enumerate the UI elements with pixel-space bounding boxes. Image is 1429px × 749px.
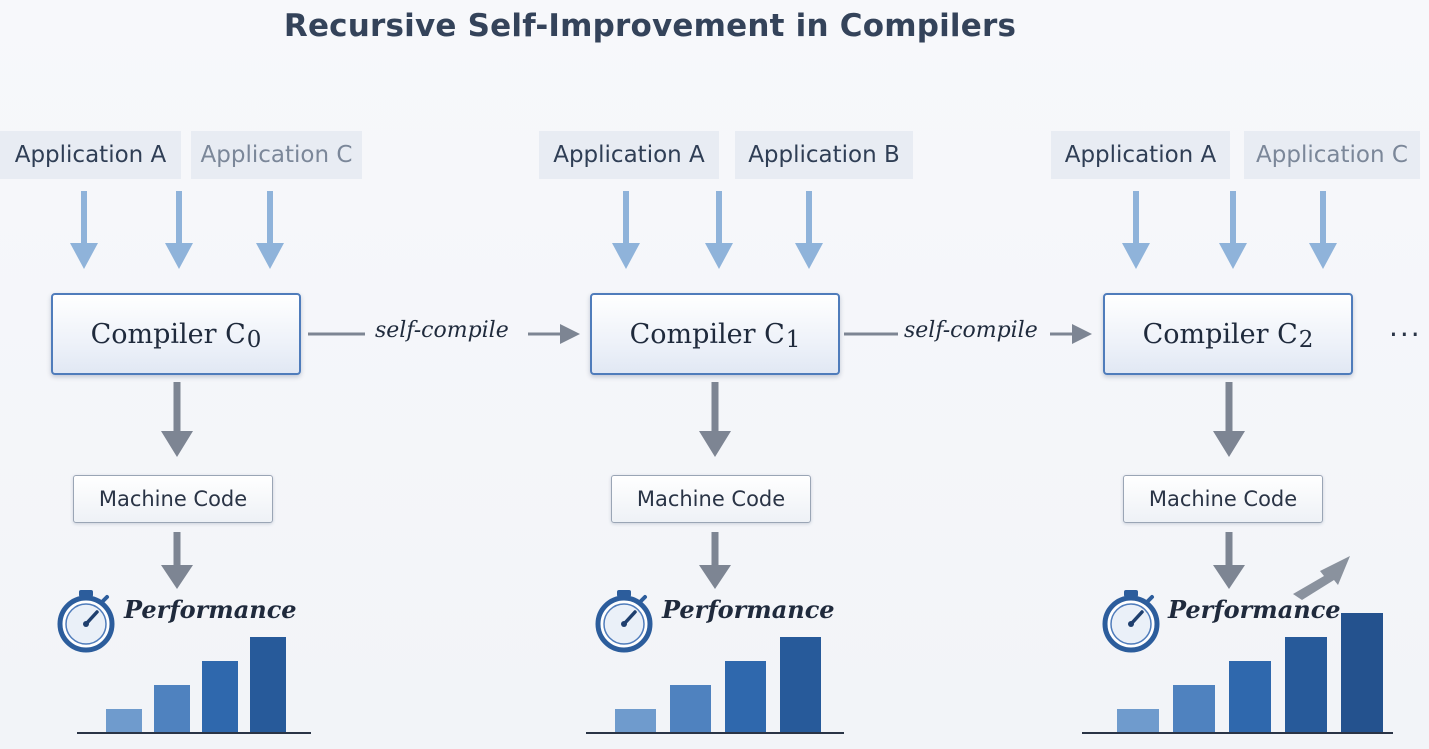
input-arrow (1122, 191, 1150, 269)
app-box-stage1-a: Application A (539, 131, 719, 179)
performance-label-stage0: Performance (124, 595, 297, 624)
self-compile-arrow-2 (844, 324, 1092, 344)
continuation-ellipsis: ... (1389, 310, 1422, 343)
app-box-stage1-b: Application B (735, 131, 913, 179)
performance-bar (250, 637, 286, 733)
flow-arrow (699, 532, 731, 589)
stopwatch-icon (1105, 590, 1157, 650)
input-arrow (612, 191, 640, 269)
compiler-c2-subscript: 2 (1298, 327, 1314, 353)
machine-code-box-stage2: Machine Code (1123, 475, 1323, 523)
stopwatch-icon (598, 590, 650, 650)
compiler-c0-name: Compiler C (90, 318, 246, 350)
flow-arrow (1213, 532, 1245, 589)
performance-bar (725, 661, 766, 733)
performance-bar (202, 661, 238, 733)
app-box-stage2-c: Application C (1244, 131, 1420, 179)
input-arrows (70, 191, 1337, 269)
flow-arrow (161, 532, 193, 589)
machine-code-box-stage0: Machine Code (73, 475, 273, 523)
performance-bar (1285, 637, 1327, 733)
self-compile-arrow-1 (308, 324, 580, 344)
app-box-stage0-a: Application A (0, 131, 181, 179)
compiler-c2-name: Compiler C (1142, 318, 1298, 350)
stopwatch-icon (60, 590, 112, 650)
performance-label-stage2: Performance (1168, 595, 1341, 624)
input-arrow (1309, 191, 1337, 269)
trend-up-arrow-icon (1293, 556, 1350, 600)
input-arrow (256, 191, 284, 269)
performance-bar (106, 709, 142, 733)
flow-arrow (161, 382, 193, 457)
performance-label-stage1: Performance (662, 595, 835, 624)
machine-code-box-stage1: Machine Code (611, 475, 811, 523)
input-arrow (1219, 191, 1247, 269)
performance-bar (780, 637, 821, 733)
app-box-stage2-a: Application A (1051, 131, 1230, 179)
input-arrow (165, 191, 193, 269)
input-arrow (705, 191, 733, 269)
compiler-c0-subscript: 0 (246, 327, 262, 353)
self-compile-label-1: self-compile (375, 318, 509, 343)
performance-bar (1117, 709, 1159, 733)
self-compile-label-2: self-compile (904, 318, 1038, 343)
performance-bar (1341, 613, 1383, 733)
input-arrow (795, 191, 823, 269)
flow-arrows (161, 382, 1245, 589)
compiler-c1-name: Compiler C (629, 318, 785, 350)
page-title: Recursive Self-Improvement in Compilers (283, 8, 1017, 44)
performance-bar (1229, 661, 1271, 733)
performance-bar (154, 685, 190, 733)
performance-bar (1173, 685, 1215, 733)
flow-arrow (1213, 382, 1245, 457)
performance-bars (106, 613, 1383, 733)
flow-arrow (699, 382, 731, 457)
compiler-c1-subscript: 1 (785, 327, 801, 353)
performance-bar (670, 685, 711, 733)
input-arrow (70, 191, 98, 269)
app-box-stage0-c: Application C (191, 131, 362, 179)
performance-bar (615, 709, 656, 733)
